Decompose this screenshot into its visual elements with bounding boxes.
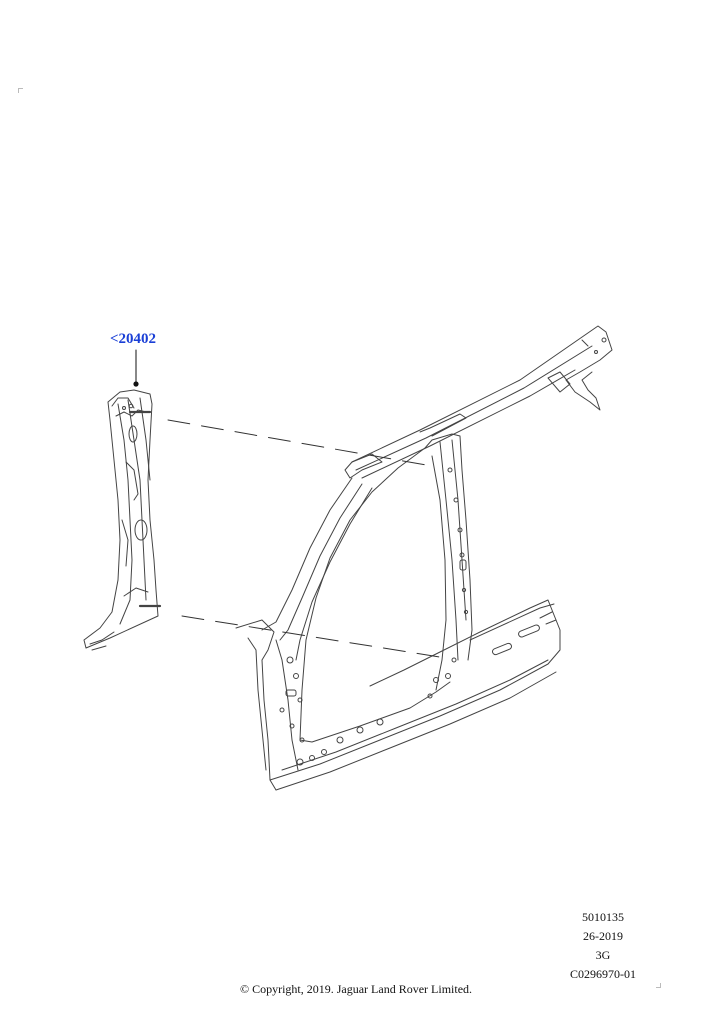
illustration-number: 5010135 xyxy=(582,910,624,924)
illustration-code: 3G xyxy=(595,948,611,962)
corner-mark-top-left xyxy=(18,88,23,93)
corner-mark-bottom-right xyxy=(656,983,661,988)
b-pillar-part xyxy=(83,389,159,651)
illustration-reference: C0296970-01 xyxy=(570,967,636,981)
illustration-date: 26-2019 xyxy=(583,929,623,943)
illustration-info-block: 5010135 26-2019 3G C0296970-01 xyxy=(570,908,636,984)
part-callout-link[interactable]: <20402 xyxy=(110,331,157,347)
body-side-assembly xyxy=(235,325,613,791)
locator-pins xyxy=(128,410,457,663)
copyright-notice: © Copyright, 2019. Jaguar Land Rover Lim… xyxy=(239,982,473,996)
callout-leader-dot xyxy=(133,381,139,387)
explode-lines xyxy=(167,419,447,659)
